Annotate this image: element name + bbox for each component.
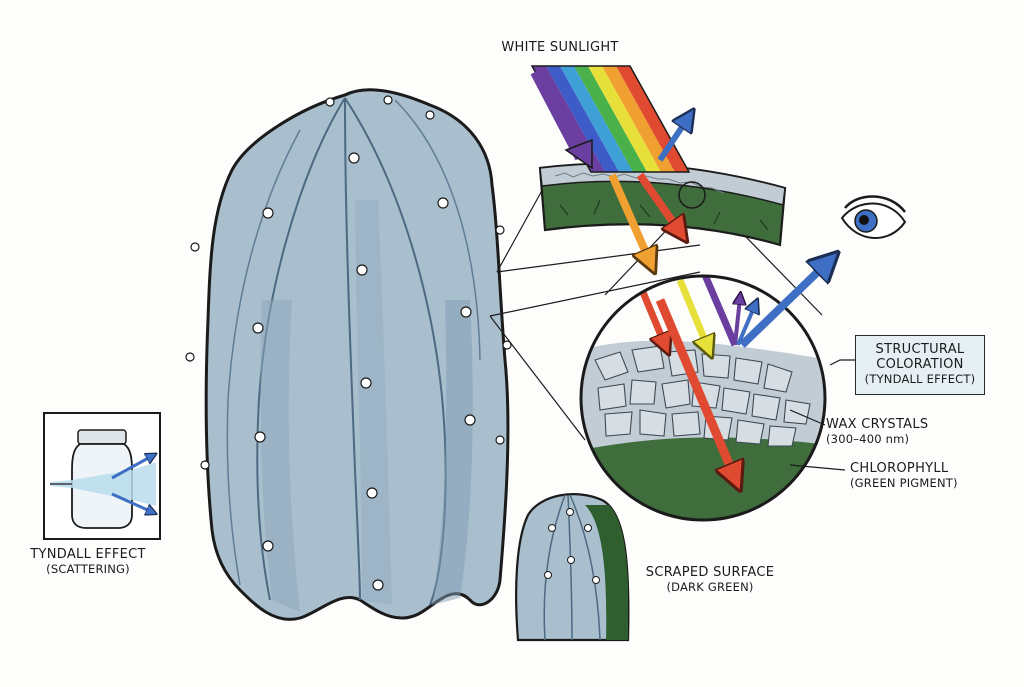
callout-sub: (TYNDALL EFFECT) bbox=[864, 372, 976, 387]
label-tyndall-effect: TYNDALL EFFECT (SCATTERING) bbox=[18, 547, 158, 576]
label-chlorophyll: CHLOROPHYLL (GREEN PIGMENT) bbox=[850, 461, 980, 490]
label-wax-crystals: WAX CRYSTALS (300–400 nm) bbox=[826, 417, 986, 446]
label-chlorophyll-sub: (GREEN PIGMENT) bbox=[850, 475, 958, 490]
scraped-cactus bbox=[515, 493, 630, 642]
cactus-main bbox=[185, 88, 512, 621]
label-white-sunlight-text: WHITE SUNLIGHT bbox=[501, 40, 619, 55]
label-tyndall-effect-sub: (SCATTERING) bbox=[46, 561, 130, 576]
sunlight-beam bbox=[530, 65, 689, 262]
label-scraped-surface: SCRAPED SURFACE (DARK GREEN) bbox=[620, 565, 800, 594]
tyndall-jar-panel bbox=[43, 412, 161, 540]
label-tyndall-effect-text: TYNDALL EFFECT bbox=[30, 547, 146, 562]
label-chlorophyll-text: CHLOROPHYLL bbox=[850, 461, 949, 476]
label-wax-crystals-sub: (300–400 nm) bbox=[826, 431, 910, 446]
label-white-sunlight: WHITE SUNLIGHT bbox=[470, 40, 650, 56]
label-wax-crystals-text: WAX CRYSTALS bbox=[826, 417, 929, 432]
label-leaders bbox=[789, 359, 855, 471]
callout-structural-coloration: STRUCTURAL COLORATION (TYNDALL EFFECT) bbox=[855, 335, 985, 395]
magnified-view bbox=[579, 262, 830, 522]
callout-line-1: STRUCTURAL bbox=[875, 342, 965, 358]
label-scraped-surface-sub: (DARK GREEN) bbox=[666, 579, 754, 594]
eye-icon bbox=[840, 195, 907, 239]
label-scraped-surface-text: SCRAPED SURFACE bbox=[645, 565, 775, 580]
callout-line-2: COLORATION bbox=[876, 357, 964, 373]
